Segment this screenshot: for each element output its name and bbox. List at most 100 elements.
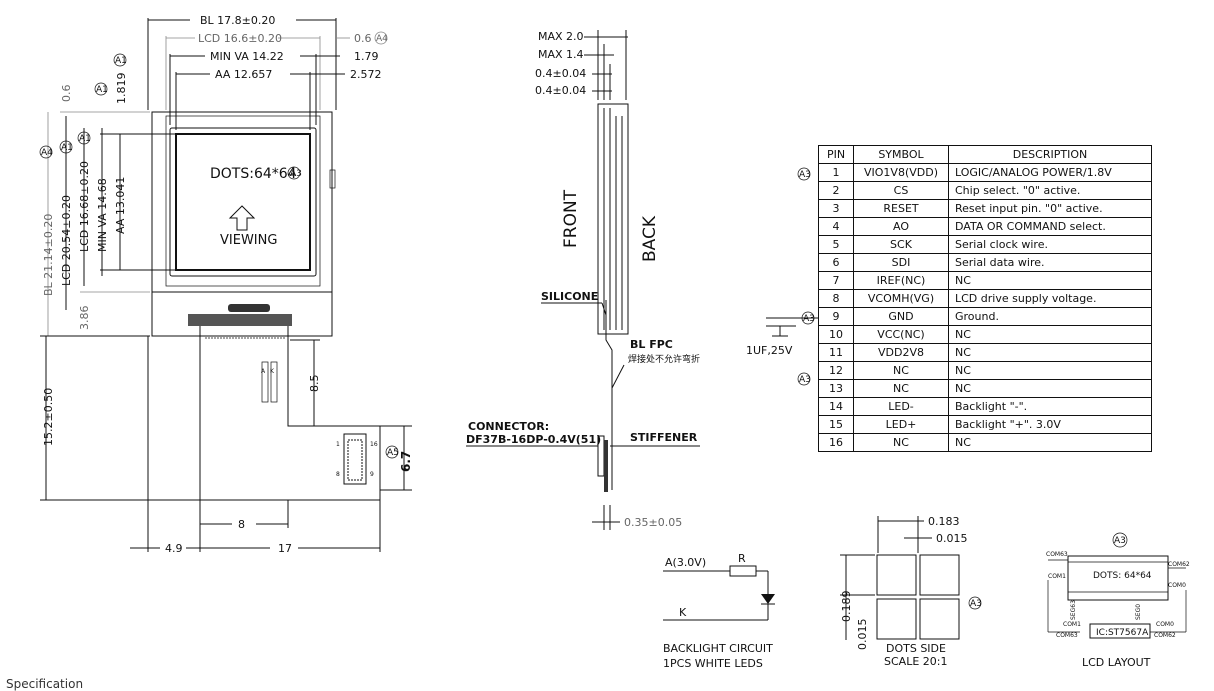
description-cell: NC [948, 361, 1152, 380]
viewing-label: VIEWING [220, 233, 277, 248]
min-va-height-dim: MIN VA 14.68 [96, 178, 109, 252]
pin-cell: 15 [818, 415, 854, 434]
rev-a4-top: A4 [376, 34, 388, 44]
fpc-bond-area [188, 314, 292, 326]
conn-pin9-label: 9 [370, 471, 374, 478]
description-cell: Backlight "-". [948, 397, 1152, 416]
module-side-profile [597, 103, 629, 335]
led-k-label: K [270, 368, 275, 375]
fpc-side-profile [605, 300, 613, 490]
description-cell: NC [948, 271, 1152, 290]
right-offset-va-dim: 1.79 [354, 50, 379, 63]
resistor-symbol [729, 565, 757, 577]
conn-pin1-label: 1 [336, 441, 340, 448]
conn-pin8-label: 8 [336, 471, 340, 478]
rev-a3-layout: A3 [1114, 536, 1126, 546]
dots-label: DOTS:64*64 [210, 166, 297, 182]
pin-cell: 5 [818, 235, 854, 254]
capacitor-symbol: A3 1UF,25V [746, 311, 818, 357]
total-width-dim: 17 [278, 542, 292, 555]
description-cell: LCD drive supply voltage. [948, 289, 1152, 308]
rev-a5: A5 [387, 448, 399, 458]
bl-width-dim: BL 17.8±0.20 [200, 14, 275, 27]
layout-dots-label: DOTS: 64*64 [1093, 571, 1152, 581]
description-cell: NC [948, 433, 1152, 452]
symbol-cell: AO [853, 217, 949, 236]
connector-body [343, 433, 367, 485]
backlight-outline [151, 111, 333, 337]
left-offset-dim: 4.9 [165, 542, 183, 555]
pin-cell: 1 [818, 163, 854, 182]
backlight-circuit: A(3.0V) R K BACKLIGHT CIRCUIT 1PCS WHITE… [663, 552, 775, 670]
pin-cell: 13 [818, 379, 854, 398]
fpc-mid-dim: 8.5 [308, 375, 321, 393]
cathode-label: K [679, 606, 687, 619]
description-cell: Backlight "+". 3.0V [948, 415, 1152, 434]
lcd-height-dim: LCD 20.54±0.20 [60, 195, 73, 286]
rev-a1-top: A1 [115, 56, 127, 66]
height-dim: 0.189 [840, 591, 853, 623]
t2-dim: 0.4±0.04 [535, 84, 586, 97]
led-pad-a [261, 361, 269, 403]
description-cell: Serial data wire. [948, 253, 1152, 272]
description-cell: NC [948, 379, 1152, 398]
aa-height-dim: AA 13.041 [114, 177, 127, 234]
ic-chip [228, 304, 270, 312]
fpc-outline [199, 319, 381, 501]
com0-a: COM0 [1168, 582, 1186, 589]
rev-a3-pin11: A3 [799, 375, 811, 385]
max-14-dim: MAX 1.4 [538, 48, 584, 61]
rev-a3-cap: A3 [803, 314, 815, 324]
dots-caption1: DOTS SIDE [886, 642, 946, 655]
right-offset-aa-dim: 2.572 [350, 68, 382, 81]
com1-a: COM1 [1048, 573, 1066, 580]
rev-a1-left2: A1 [61, 143, 73, 153]
anode-label: A(3.0V) [665, 556, 706, 569]
lcd-layout-diagram: A3 DOTS: 64*64 COM63 COM1 COM62 COM0 SEG… [1046, 532, 1190, 669]
dot-cell [919, 554, 960, 596]
bl-height-dim: BL 21.14±0.20 [42, 214, 55, 296]
led-pad-k [270, 361, 278, 403]
fpc-length-dim: 15.2±0.50 [42, 388, 55, 446]
ic-block [1089, 623, 1151, 639]
header-description: DESCRIPTION [948, 145, 1152, 164]
pin-cell: 4 [818, 217, 854, 236]
dot-cell [876, 554, 917, 596]
com63-a: COM63 [1046, 551, 1068, 558]
description-cell: DATA OR COMMAND select. [948, 217, 1152, 236]
aa-width-dim: AA 12.657 [215, 68, 272, 81]
symbol-cell: VIO1V8(VDD) [853, 163, 949, 182]
symbol-cell: VDD2V8 [853, 343, 949, 362]
vgap-dim: 0.015 [856, 619, 869, 651]
max-20-dim: MAX 2.0 [538, 30, 584, 43]
connector-part-label: DF37B-16DP-0.4V(51) [466, 433, 601, 446]
description-cell: Chip select. "0" active. [948, 181, 1152, 200]
description-cell: Reset input pin. "0" active. [948, 199, 1152, 218]
pin-cell: 7 [818, 271, 854, 290]
symbol-cell: LED- [853, 397, 949, 416]
side-tab [329, 169, 336, 189]
bl-fpc-note: 焊接处不允许弯折 [628, 353, 700, 365]
lcd-outline [165, 115, 321, 287]
back-label: BACK [640, 215, 660, 262]
front-label: FRONT [561, 189, 581, 248]
description-cell: NC [948, 325, 1152, 344]
side-view: MAX 2.0 MAX 1.4 0.4±0.04 0.4±0.04 FRONT … [466, 30, 700, 530]
backlight-caption2: 1PCS WHITE LEDS [663, 657, 763, 670]
led-a-label: A [261, 368, 266, 375]
symbol-cell: NC [853, 379, 949, 398]
symbol-cell: NC [853, 433, 949, 452]
symbol-cell: SCK [853, 235, 949, 254]
front-view: DOTS:64*64 A3 VIEWING A K 1 16 8 9 BL 17… [39, 14, 413, 555]
